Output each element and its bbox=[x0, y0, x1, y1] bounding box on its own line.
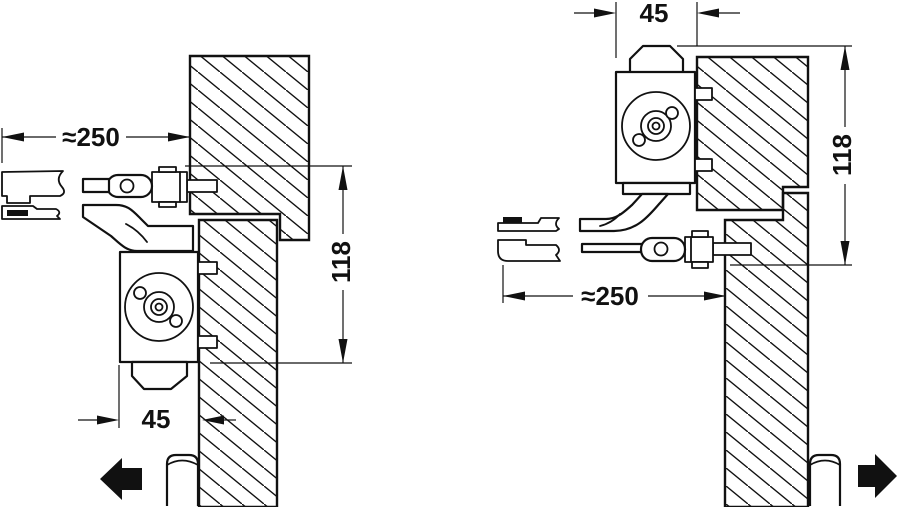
bracket-tab-top bbox=[158, 166, 177, 173]
arrowhead-right bbox=[97, 415, 119, 425]
mount-screw-top bbox=[197, 261, 218, 275]
door-leaf-section bbox=[723, 191, 810, 507]
arm-break-band bbox=[7, 210, 28, 216]
dimension-offset: 45 bbox=[574, 0, 740, 58]
dimension-height: 118 bbox=[326, 166, 356, 363]
arrowhead-down bbox=[338, 339, 348, 363]
opening-direction-left-arrow bbox=[100, 458, 142, 500]
dim-label-height: 118 bbox=[326, 241, 356, 283]
arrowhead-right bbox=[594, 8, 616, 18]
arrowhead-right bbox=[704, 291, 726, 301]
valve-hole-lower bbox=[169, 314, 183, 328]
dim-label-projection: ≈250 bbox=[62, 122, 120, 152]
left-figure: ≈250 118 45 bbox=[1, 54, 356, 507]
closer-end-cap bbox=[130, 360, 189, 391]
valve-hole-upper bbox=[133, 286, 147, 300]
arm-bend-line bbox=[125, 223, 148, 243]
arrowhead-left bbox=[202, 415, 224, 425]
closer-arm bbox=[81, 203, 195, 253]
valve-hole-upper bbox=[665, 106, 679, 120]
opening-direction-right-arrow bbox=[858, 454, 897, 498]
mount-screw-top bbox=[694, 87, 713, 101]
arm-bracket bbox=[684, 236, 714, 263]
dim-label-projection: ≈250 bbox=[581, 281, 639, 311]
frame-section bbox=[188, 54, 311, 242]
arrowhead-up bbox=[338, 166, 348, 190]
bracket-tab-top bbox=[691, 230, 709, 238]
arm-bend-line bbox=[599, 213, 621, 227]
bracket-tab-bottom bbox=[691, 261, 709, 269]
pivot-pin-hole bbox=[653, 241, 669, 257]
arm-break-upper bbox=[497, 217, 560, 232]
bracket-tab-bottom bbox=[158, 201, 177, 208]
door-handle bbox=[165, 453, 200, 506]
mount-screw-bottom bbox=[197, 335, 218, 349]
dimension-projection: ≈250 bbox=[1, 122, 190, 163]
arm-break-band bbox=[503, 217, 522, 223]
upper-arm-bar bbox=[81, 177, 111, 194]
arrowhead-left bbox=[2, 132, 24, 142]
frame-section bbox=[695, 55, 810, 212]
door-handle bbox=[808, 453, 842, 506]
arrowhead-left bbox=[697, 8, 719, 18]
pivot-pin-hole bbox=[119, 178, 135, 194]
dim-label-height: 118 bbox=[827, 134, 857, 176]
dimension-height: 118 bbox=[827, 46, 857, 265]
arm-break-upper bbox=[1, 170, 65, 204]
arm-break-lower bbox=[497, 239, 561, 262]
dim-label-offset: 45 bbox=[640, 0, 669, 28]
right-figure: 45 118 ≈250 bbox=[497, 0, 897, 507]
arrowhead-up bbox=[840, 46, 850, 70]
bracket-pin bbox=[186, 179, 218, 193]
closer-end-cap bbox=[628, 44, 685, 75]
dimension-offset: 45 bbox=[78, 365, 236, 434]
dimension-projection: ≈250 bbox=[502, 265, 726, 311]
bracket-pin bbox=[712, 242, 752, 256]
door-handle-dome bbox=[809, 459, 841, 466]
arrowhead-left bbox=[503, 291, 525, 301]
arrowhead-down bbox=[840, 241, 850, 265]
door-handle-dome bbox=[166, 459, 199, 466]
arm-bracket bbox=[151, 171, 188, 203]
dim-label-offset: 45 bbox=[142, 404, 171, 434]
spindle-center bbox=[154, 302, 164, 312]
lower-arm-bar bbox=[580, 242, 646, 254]
arrowhead-right bbox=[168, 132, 190, 142]
closer-arm bbox=[578, 192, 670, 233]
mount-screw-bottom bbox=[694, 158, 713, 172]
valve-hole-lower bbox=[632, 133, 646, 147]
closer-arm-shoe bbox=[621, 181, 692, 196]
spindle-center bbox=[651, 121, 661, 131]
